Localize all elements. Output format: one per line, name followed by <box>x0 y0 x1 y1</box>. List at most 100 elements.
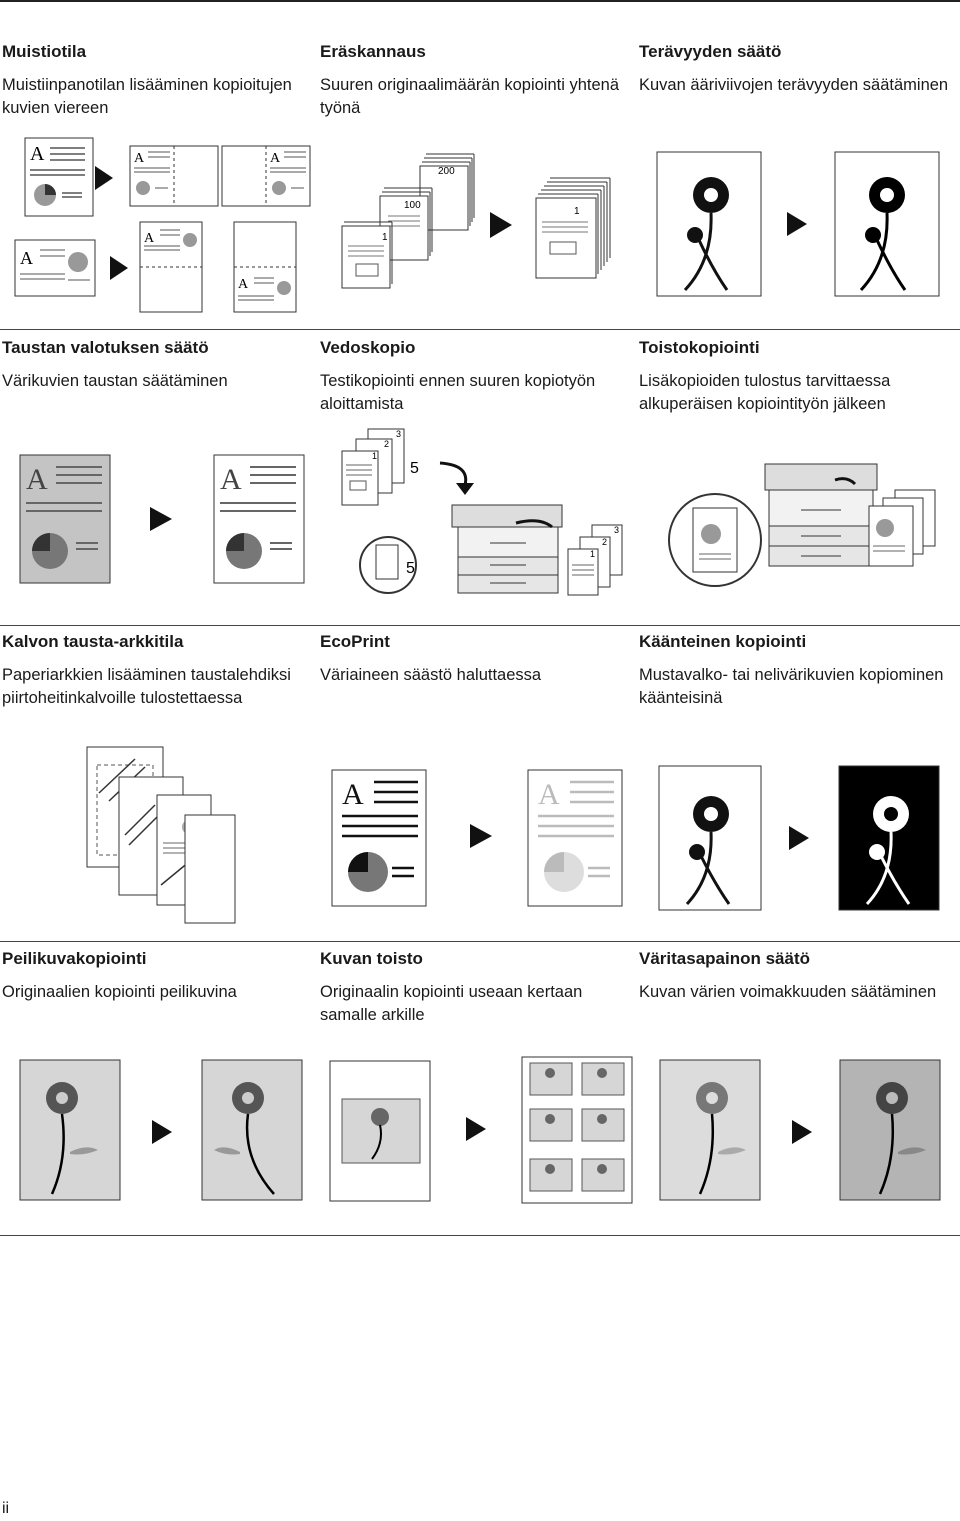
svg-text:1: 1 <box>372 451 377 461</box>
arrow-icon <box>787 212 807 236</box>
section-description: Originaalin kopiointi useaan kertaan sam… <box>320 983 583 1024</box>
section-title: Toistokopiointi <box>639 338 760 357</box>
section-title: Terävyyden säätö <box>639 42 782 61</box>
section-title: Kuvan toisto <box>320 949 423 968</box>
svg-text:A: A <box>538 778 560 811</box>
svg-text:1: 1 <box>574 206 580 217</box>
top-rule <box>0 0 960 2</box>
curved-arrow-icon <box>439 461 468 486</box>
section-description: Kuvan ääriviivojen terävyyden säätäminen <box>639 76 949 94</box>
color-balance-illustration <box>659 1059 941 1201</box>
copier-machine-icon <box>451 504 563 594</box>
section-transparency-backing: Kalvon tausta-arkkitila Paperiarkkien li… <box>2 632 320 710</box>
section-background-exposure: Taustan valotuksen säätö Värikuvien taus… <box>2 338 320 393</box>
gray-background-original-icon: A <box>19 454 111 584</box>
flower-sharpened-icon <box>834 151 940 297</box>
section-title: Vedoskopio <box>320 338 416 357</box>
section-proof-copy: Vedoskopio Testikopiointi ennen suuren k… <box>320 338 638 416</box>
section-title: Väritasapainon säätö <box>639 949 811 968</box>
proof-stack-icon: 3 2 1 5 <box>341 428 419 506</box>
section-divider <box>0 1235 960 1236</box>
svg-text:A: A <box>134 151 145 166</box>
flower-original-icon <box>658 765 762 911</box>
memo-copy-portrait-icon: A A <box>139 221 297 313</box>
saved-job-circle-icon <box>668 493 762 587</box>
proof-copy-illustration: 3 2 1 5 5 3 2 1 <box>341 428 623 596</box>
section-description: Suuren originaalimäärän kopiointi yhtenä… <box>320 76 620 117</box>
svg-text:A: A <box>20 248 33 268</box>
svg-text:A: A <box>342 778 364 811</box>
arrow-icon <box>490 212 512 238</box>
section-description: Lisäkopioiden tulostus tarvittaessa alku… <box>639 372 891 413</box>
svg-text:100: 100 <box>404 200 421 211</box>
inverted-copy-illustration <box>658 765 940 911</box>
arrow-icon <box>152 1120 172 1144</box>
repeat-output-copies-icon <box>868 489 936 567</box>
arrow-icon <box>789 826 809 850</box>
section-description: Kuvan värien voimakkuuden säätäminen <box>639 983 937 1001</box>
section-inverted-copy: Käänteinen kopiointi Mustavalko- tai nel… <box>639 632 957 710</box>
svg-text:A: A <box>26 463 48 496</box>
flower-inverted-icon <box>838 765 940 911</box>
section-image-repeat: Kuvan toisto Originaalin kopiointi useaa… <box>320 949 638 1027</box>
backing-sheet-icon <box>184 814 236 924</box>
batch-scan-illustration: 200 100 1 1 <box>341 153 611 289</box>
svg-text:2: 2 <box>384 439 389 449</box>
arrow-icon <box>470 824 492 848</box>
section-divider <box>0 329 960 330</box>
flower-original-icon <box>656 151 762 297</box>
section-ecoprint: EcoPrint Väriaineen säästö haluttaessa <box>320 632 638 687</box>
copier-machine-icon <box>764 463 878 567</box>
section-title: Kalvon tausta-arkkitila <box>2 632 184 651</box>
output-arrow-icon <box>834 477 857 486</box>
svg-text:5: 5 <box>410 460 419 477</box>
ecoprint-illustration: A A <box>331 769 623 907</box>
arrow-head <box>456 483 474 495</box>
memo-mode-illustration: A A A A A A <box>14 137 311 313</box>
memo-copy-page-icon: A A <box>129 145 311 207</box>
original-page-icon: A <box>24 137 94 217</box>
page-number: ii <box>2 1500 10 1517</box>
adjusted-background-copy-icon: A <box>213 454 305 584</box>
section-memo-mode: Muistiotila Muistiinpanotilan lisääminen… <box>2 42 320 120</box>
transparency-backing-illustration <box>86 746 236 924</box>
section-divider <box>0 625 960 626</box>
flower-light-original-icon <box>659 1059 761 1201</box>
svg-text:1: 1 <box>590 549 595 559</box>
section-description: Väriaineen säästö haluttaessa <box>320 666 542 684</box>
stack-1-icon: 1 <box>341 221 393 289</box>
section-description: Mustavalko- tai nelivärikuvien kopiomine… <box>639 666 944 707</box>
sharpness-illustration <box>656 151 940 297</box>
output-copies-icon: 3 2 1 <box>567 524 623 596</box>
background-exposure-illustration: A A <box>19 454 305 584</box>
section-title: EcoPrint <box>320 632 390 651</box>
svg-text:2: 2 <box>602 537 607 547</box>
section-description: Originaalien kopiointi peilikuvina <box>2 983 237 1001</box>
arrow-icon <box>110 256 128 280</box>
section-color-balance: Väritasapainon säätö Kuvan värien voimak… <box>639 949 957 1004</box>
arrow-icon <box>150 507 172 531</box>
svg-text:A: A <box>238 277 249 292</box>
svg-text:1: 1 <box>382 232 388 243</box>
svg-text:200: 200 <box>438 166 455 177</box>
svg-text:3: 3 <box>396 429 401 439</box>
flower-gray-original-icon <box>19 1059 121 1201</box>
image-repeat-illustration <box>329 1056 633 1204</box>
full-toner-page-icon: A <box>331 769 427 907</box>
batch-output-stack-icon: 1 <box>535 177 611 279</box>
section-description: Paperiarkkien lisääminen taustalehdiksi … <box>2 666 291 707</box>
repeat-copy-illustration <box>668 463 936 587</box>
svg-text:A: A <box>144 231 155 246</box>
section-title: Eräskannaus <box>320 42 426 61</box>
section-description: Muistiinpanotilan lisääminen kopioitujen… <box>2 76 292 117</box>
proof-sample-circle-icon: 5 <box>359 536 417 594</box>
section-batch-scan: Eräskannaus Suuren originaalimäärän kopi… <box>320 42 638 120</box>
single-image-original-icon <box>329 1060 431 1202</box>
output-arrow-icon <box>515 519 553 529</box>
section-description: Testikopiointi ennen suuren kopiotyön al… <box>320 372 596 413</box>
section-title: Muistiotila <box>2 42 87 61</box>
section-title: Käänteinen kopiointi <box>639 632 807 651</box>
arrow-icon <box>466 1117 486 1141</box>
arrow-icon <box>95 166 113 190</box>
svg-text:A: A <box>220 463 242 496</box>
